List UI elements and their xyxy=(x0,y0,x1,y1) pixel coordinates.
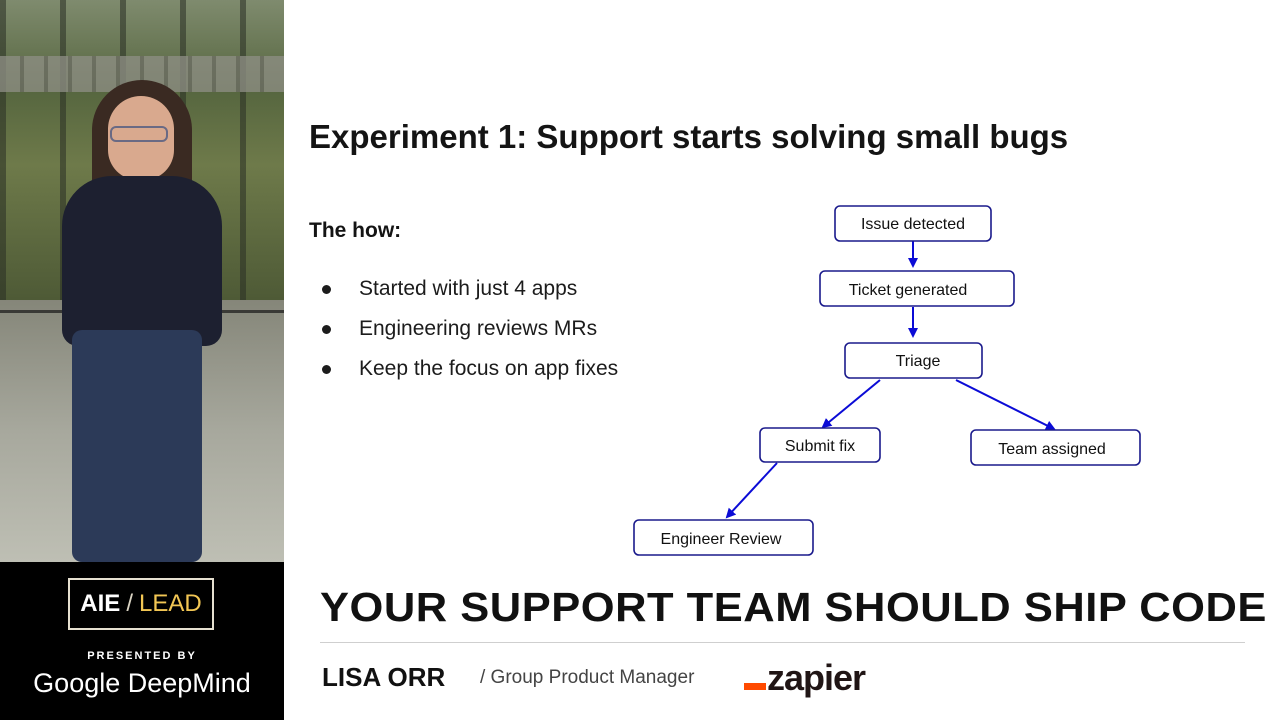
event-logo-part-b: LEAD xyxy=(138,590,202,617)
presentation-slide: Experiment 1: Support starts solving sma… xyxy=(284,0,1280,562)
event-logo-slash: / xyxy=(126,590,133,617)
zapier-underscore-icon xyxy=(744,683,766,690)
flow-node-label: Engineer Review xyxy=(661,531,782,548)
flow-node-label: Issue detected xyxy=(861,216,965,233)
bullet-list: Started with just 4 apps Engineering rev… xyxy=(322,272,618,392)
talk-title: YOUR SUPPORT TEAM SHOULD SHIP CODE xyxy=(320,584,1267,630)
bullet-text: Keep the focus on app fixes xyxy=(359,357,619,380)
slide-title: Experiment 1: Support starts solving sma… xyxy=(309,118,1069,155)
flow-node-team-assigned: Team assigned xyxy=(970,429,1141,466)
bullet-dot-icon xyxy=(322,325,331,334)
event-logo-part-a: AIE xyxy=(80,590,121,617)
event-logo: AIE / LEAD xyxy=(68,578,214,630)
speaker-glasses xyxy=(110,126,168,142)
edge-submit-fix-to-engineer-review xyxy=(725,462,778,519)
speaker-body xyxy=(62,176,222,346)
how-heading: The how: xyxy=(309,219,402,242)
flow-edges xyxy=(725,241,1056,519)
speaker-video xyxy=(0,0,284,562)
flowchart-diagram: Issue detected Ticket generated Triage S… xyxy=(633,205,1141,556)
bullet-item: Engineering reviews MRs xyxy=(322,312,618,352)
edge-triage-to-team-assigned xyxy=(955,379,1056,430)
edge-triage-to-submit-fix xyxy=(821,379,881,429)
divider xyxy=(320,642,1245,643)
lower-third-banner: AIE / LEAD PRESENTED BY Google DeepMind … xyxy=(0,562,1280,720)
flow-node-ticket-generated: Ticket generated xyxy=(819,270,1015,307)
flow-node-label: Ticket generated xyxy=(849,282,968,299)
bullet-text: Engineering reviews MRs xyxy=(359,317,598,340)
flow-node-label: Triage xyxy=(896,353,941,370)
speaker-legs xyxy=(72,330,202,562)
speaker-role: / Group Product Manager xyxy=(480,667,695,688)
flow-node-label: Team assigned xyxy=(998,441,1106,458)
flow-node-submit-fix: Submit fix xyxy=(759,427,881,463)
bullet-item: Keep the focus on app fixes xyxy=(322,352,618,392)
company-logo: zapier xyxy=(744,656,866,698)
flow-node-engineer-review: Engineer Review xyxy=(633,519,814,556)
presented-by-label: PRESENTED BY xyxy=(87,650,197,662)
sponsor-logo: Google DeepMind xyxy=(33,668,251,698)
bullet-text: Started with just 4 apps xyxy=(359,277,578,300)
speaker-name: LISA ORR xyxy=(322,662,446,692)
bullet-dot-icon xyxy=(322,285,331,294)
event-brand-panel: AIE / LEAD PRESENTED BY Google DeepMind xyxy=(0,562,284,720)
bullet-item: Started with just 4 apps xyxy=(322,272,618,312)
flow-node-label: Submit fix xyxy=(785,438,855,455)
bullet-dot-icon xyxy=(322,365,331,374)
flow-node-triage: Triage xyxy=(844,342,983,379)
company-logo-text: zapier xyxy=(767,657,866,698)
flow-node-issue-detected: Issue detected xyxy=(834,205,992,242)
